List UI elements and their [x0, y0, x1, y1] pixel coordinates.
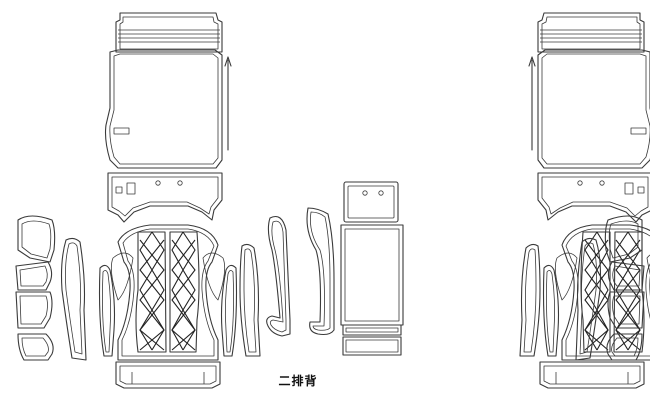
left-diamond-quilting-a — [139, 231, 165, 351]
left-bottom-strip — [115, 361, 221, 389]
left-center-backrest — [110, 224, 226, 361]
right-assembly — [519, 12, 650, 389]
left-assembly — [15, 12, 261, 389]
left-outer-side-pieces — [15, 215, 56, 361]
left-direction-arrow — [224, 56, 232, 151]
drawing-caption: 二排背 — [278, 374, 318, 388]
left-diamond-quilting-b — [171, 231, 196, 351]
left-seat-panel — [104, 49, 223, 169]
middle-pieces — [266, 181, 404, 356]
left-inner-wing-piece — [239, 243, 261, 357]
left-wing-piece — [60, 237, 87, 361]
left-seat-base — [107, 172, 223, 223]
left-header-strip — [115, 12, 223, 53]
